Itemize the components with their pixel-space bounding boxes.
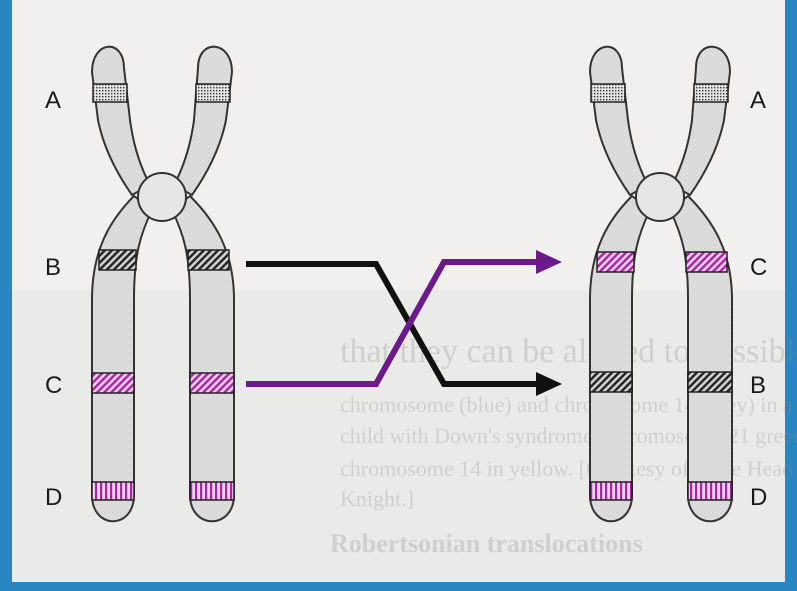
background-text-line-6: Robertsonian translocations bbox=[330, 529, 643, 558]
right-label-d: D bbox=[750, 484, 767, 511]
right-label-c: C bbox=[750, 254, 767, 281]
background-text-line-5: Knight.] bbox=[340, 486, 414, 511]
left-band-b-2 bbox=[188, 250, 229, 270]
left-band-c-2 bbox=[190, 373, 234, 393]
left-band-c-1 bbox=[92, 373, 134, 393]
right-band-d-2 bbox=[688, 482, 732, 500]
left-band-a-1 bbox=[93, 84, 127, 102]
left-band-a-2 bbox=[196, 84, 230, 102]
left-band-b-1 bbox=[99, 250, 136, 270]
left-label-b: B bbox=[45, 254, 61, 281]
left-label-a: A bbox=[45, 87, 61, 114]
right-band-a-1 bbox=[591, 84, 625, 102]
left-centromere bbox=[138, 173, 186, 221]
right-centromere bbox=[636, 173, 684, 221]
right-band-c-1 bbox=[597, 252, 634, 272]
right-label-b: B bbox=[750, 372, 766, 399]
right-band-b-2 bbox=[688, 372, 732, 392]
right-band-c-2 bbox=[686, 252, 727, 272]
left-label-d: D bbox=[45, 484, 62, 511]
right-band-d-1 bbox=[590, 482, 632, 500]
right-band-b-1 bbox=[590, 372, 632, 392]
right-label-a: A bbox=[750, 87, 766, 114]
left-label-c: C bbox=[45, 372, 62, 399]
left-band-d-2 bbox=[190, 482, 234, 500]
left-band-d-1 bbox=[92, 482, 134, 500]
right-band-a-2 bbox=[694, 84, 728, 102]
